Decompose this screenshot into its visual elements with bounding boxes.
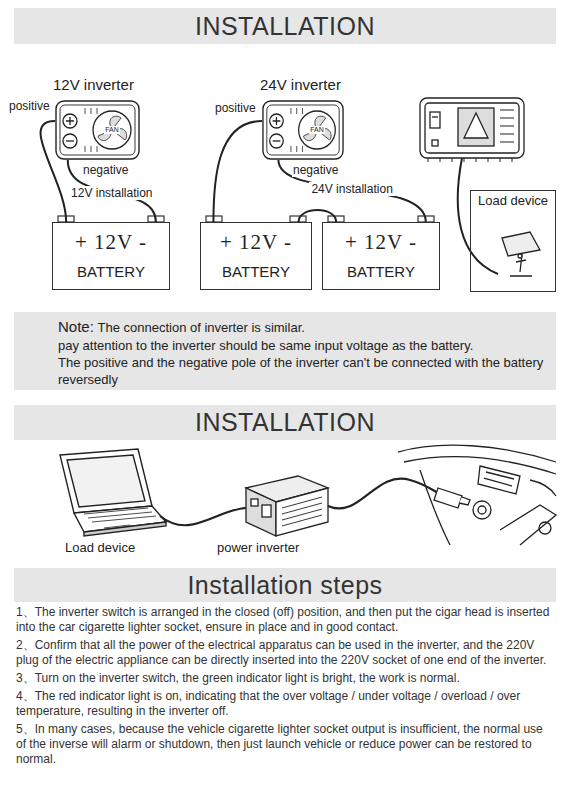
wire-label: 24V installation [309, 182, 394, 196]
battery-cable [68, 160, 156, 222]
battery-cable [213, 121, 262, 222]
battery-cable [299, 210, 337, 222]
battery-label: BATTERY [222, 261, 290, 283]
inverter-body [262, 100, 344, 160]
car-dashboard [398, 445, 556, 545]
section-title: INSTALLATION [195, 12, 375, 41]
voltage-label: + 12V - [220, 229, 292, 255]
step-text: 5、In many cases, because the vehicle cig… [16, 722, 556, 767]
lamp-icon [502, 232, 540, 276]
step-text: 1、The inverter switch is arranged in the… [16, 605, 556, 635]
terminal-label: negative [292, 163, 339, 177]
wire-label: 12V installation [69, 186, 154, 200]
inverter-box: 24V inverterFAN [262, 100, 344, 160]
battery-cable [278, 160, 425, 222]
fan-label: FAN [309, 126, 325, 134]
battery-box: + 12V - BATTERY [322, 222, 440, 290]
note-text: The positive and the negative pole of th… [58, 354, 546, 388]
terminal-label: negative [82, 163, 129, 177]
voltage-label: + 12V - [75, 229, 147, 255]
inverter-box: 12V inverterFAN [55, 100, 140, 160]
section-band: Installation steps [14, 568, 556, 602]
laptop-cable [160, 508, 246, 525]
note-band: Note: The connection of inverter is simi… [14, 312, 556, 390]
load-device-box: Load device [470, 190, 556, 292]
load-label: Load device [471, 193, 555, 208]
section-band: INSTALLATION [14, 8, 556, 44]
terminal-label: positive [214, 101, 257, 115]
power-inverter-icon [246, 476, 328, 536]
step-text: 3、Turn on the inverter switch, the green… [16, 671, 556, 686]
part-label: Load device [64, 541, 136, 555]
note-text: The connection of inverter is similar. [97, 320, 304, 335]
section-title: Installation steps [187, 571, 382, 600]
power-cord [458, 158, 498, 274]
part-label: power inverter [216, 541, 300, 555]
section-band: INSTALLATION [14, 405, 556, 440]
fan-label: FAN [104, 126, 120, 134]
battery-label: BATTERY [77, 261, 145, 283]
note-text: pay attention to the inverter should be … [58, 337, 546, 354]
inverter-body [55, 100, 140, 160]
note-heading: Note: [58, 318, 94, 335]
lighter-cable [328, 479, 440, 509]
voltage-label: + 12V - [345, 229, 417, 255]
step-text: 2、Confirm that all the power of the elec… [16, 638, 556, 668]
inverter-heading: 12V inverter [53, 76, 138, 93]
laptop-icon [60, 449, 166, 536]
battery-box: + 12V - BATTERY [52, 222, 170, 290]
terminal-label: positive [8, 99, 51, 113]
ac-inverter [420, 98, 524, 162]
inverter-heading: 24V inverter [260, 76, 342, 93]
battery-label: BATTERY [347, 261, 415, 283]
battery-box: + 12V - BATTERY [200, 222, 312, 290]
step-text: 4、The red indicator light is on, indicat… [16, 689, 556, 719]
section-title: INSTALLATION [195, 408, 375, 437]
cigar-plug [434, 488, 470, 508]
note-line: Note: The connection of inverter is simi… [58, 318, 546, 337]
steps-list: 1、The inverter switch is arranged in the… [16, 605, 556, 770]
